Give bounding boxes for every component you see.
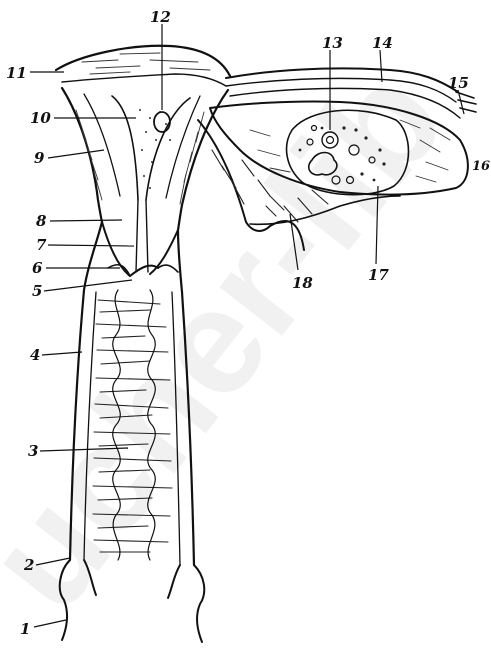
label-11: 11 [6,64,27,82]
label-14: 14 [372,34,393,52]
label-16: 16 [472,159,490,174]
label-7: 7 [36,236,47,254]
label-12: 12 [150,8,171,26]
label-9: 9 [34,149,45,167]
label-17: 17 [368,266,389,284]
label-8: 8 [36,212,47,230]
label-4: 4 [30,346,40,364]
label-15: 15 [448,74,469,92]
label-3: 3 [28,442,38,460]
label-6: 6 [32,259,43,277]
label-5: 5 [32,282,42,300]
label-13: 13 [322,34,343,52]
label-10: 10 [30,109,51,127]
uterus-body [56,46,230,230]
label-18: 18 [292,274,313,292]
label-2: 2 [23,556,34,574]
cervix [102,200,178,276]
label-1: 1 [20,620,30,638]
